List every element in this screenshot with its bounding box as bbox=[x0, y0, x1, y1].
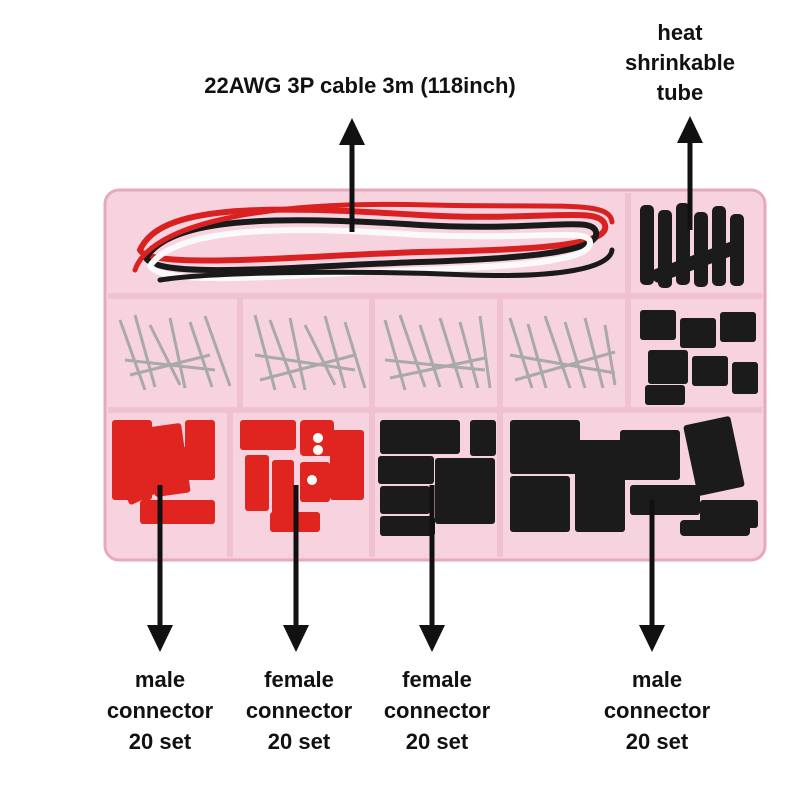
crimp-terminals bbox=[118, 314, 617, 391]
black-housings-small bbox=[640, 310, 758, 405]
arrow-heat-tube bbox=[677, 116, 703, 230]
arrow-cable bbox=[339, 118, 365, 232]
label-heat-tube: heat shrinkable tube bbox=[624, 20, 736, 105]
black-female-connectors bbox=[378, 420, 496, 536]
arrow-male-right bbox=[639, 500, 665, 652]
compartment-dividers bbox=[108, 193, 762, 557]
cable-coil bbox=[132, 201, 615, 283]
arrow-female-red bbox=[283, 485, 309, 652]
arrows bbox=[147, 116, 703, 652]
arrow-female-black bbox=[419, 485, 445, 652]
label-female-connector-red: female connector 20 set bbox=[245, 667, 353, 754]
label-cable: 22AWG 3P cable 3m (118inch) bbox=[204, 73, 516, 98]
label-female-connector-black: female connector 20 set bbox=[383, 667, 491, 754]
arrow-male-left bbox=[147, 485, 173, 652]
red-female-connectors bbox=[240, 420, 364, 532]
black-male-connectors bbox=[510, 416, 758, 536]
label-male-connector-left: male connector 20 set bbox=[106, 667, 214, 754]
label-male-connector-right: male connector 20 set bbox=[603, 667, 711, 754]
heat-shrink-tubes bbox=[640, 203, 744, 288]
